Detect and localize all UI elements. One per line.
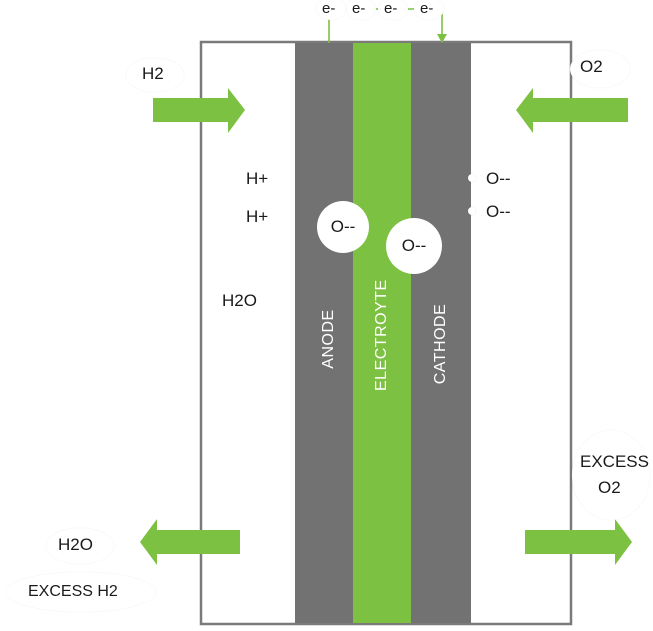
circuit-arrowhead-icon	[437, 34, 447, 43]
h2o-outlet-label: H2O	[58, 535, 93, 554]
anode-outlet-arrow-icon	[140, 519, 240, 565]
electron-bubble	[414, 0, 444, 20]
oxide-ion-dot	[468, 174, 476, 182]
hydrogen-ion-label: H+	[246, 169, 269, 188]
oxide-ion-label: O--	[486, 169, 511, 188]
migrating-oxide-ion-label: O--	[401, 236, 427, 255]
migrating-oxide-ion: O--	[386, 218, 442, 274]
water-product-label: H2O	[222, 291, 257, 310]
h2-label-bubble	[126, 58, 184, 92]
cathode-layer	[411, 43, 471, 623]
o2-label-bubble	[570, 50, 630, 88]
anode-layer-label: ANODE	[320, 309, 337, 369]
hydrogen-ion-label: H+	[246, 207, 269, 226]
h2-inlet-arrow-icon	[153, 88, 245, 133]
anode-layer	[295, 43, 353, 623]
excess-o2-label-line2: O2	[598, 478, 621, 497]
electron-bubble	[316, 0, 346, 20]
oxide-ion-dot	[468, 207, 476, 215]
electron-label: e-	[322, 0, 336, 17]
o2-inlet-label: O2	[580, 57, 603, 76]
excess-h2-bubble	[6, 572, 156, 612]
electrolyte-layer-label: ELECTROYTE	[373, 279, 390, 391]
migrating-oxide-ion: O--	[317, 201, 369, 253]
electron-label: e-	[420, 0, 434, 17]
oxide-ion-label: O--	[486, 202, 511, 221]
cathode-layer-label: CATHODE	[432, 303, 449, 385]
electron-label: e-	[352, 0, 366, 17]
electron-bubble	[378, 0, 408, 20]
electron-label: e-	[384, 0, 398, 17]
excess-o2-label-line1: EXCESS	[580, 452, 649, 471]
migrating-oxide-ion-label: O--	[330, 217, 356, 236]
excess-o2-bubble	[572, 430, 650, 520]
cathode-outlet-arrow-icon	[525, 519, 632, 565]
electrolyte-layer	[353, 43, 411, 623]
electron-bubble	[346, 0, 376, 20]
h2o-outlet-bubble	[46, 528, 114, 564]
o2-inlet-arrow-icon	[516, 88, 628, 133]
h2-inlet-label: H2	[142, 64, 164, 83]
excess-h2-label: EXCESS H2	[28, 583, 118, 600]
